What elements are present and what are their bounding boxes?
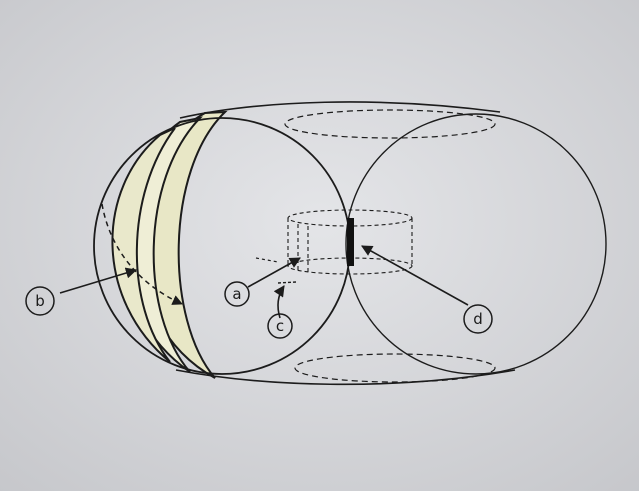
svg-text:b: b	[35, 292, 45, 310]
svg-text:c: c	[276, 317, 284, 335]
svg-text:a: a	[232, 285, 241, 303]
contact-bar	[347, 218, 354, 266]
svg-text:d: d	[473, 310, 483, 328]
